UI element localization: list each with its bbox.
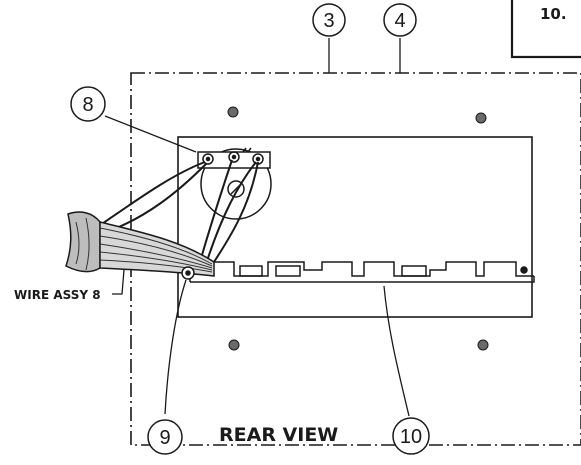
title-block: 10. [510,0,581,59]
wire-bundle [65,211,215,277]
corner-note: 10. [540,5,567,23]
mounting-hole [477,339,489,351]
terminal-strip [189,261,535,283]
callout-4: 4 [383,3,417,37]
callout-9-number: 9 [159,427,170,449]
rear-view-label: REAR VIEW [219,424,338,446]
callout-10-number: 10 [400,426,422,448]
ground-screw [181,266,195,280]
callout-9: 9 [147,419,183,455]
callout-4-number: 4 [394,10,405,32]
switch-assembly [197,147,272,220]
callout-3-number: 3 [323,10,334,32]
mounting-hole [228,339,240,351]
callout-8: 8 [70,86,106,122]
inner-panel [177,136,533,318]
mounting-hole [227,106,239,118]
leader-lines [104,38,410,417]
wire-assy-label: WIRE ASSY 8 [14,288,101,302]
callout-3: 3 [312,3,346,37]
callout-10: 10 [392,417,430,455]
mounting-holes [227,106,489,351]
callout-8-number: 8 [82,94,93,116]
mounting-hole [475,112,487,124]
